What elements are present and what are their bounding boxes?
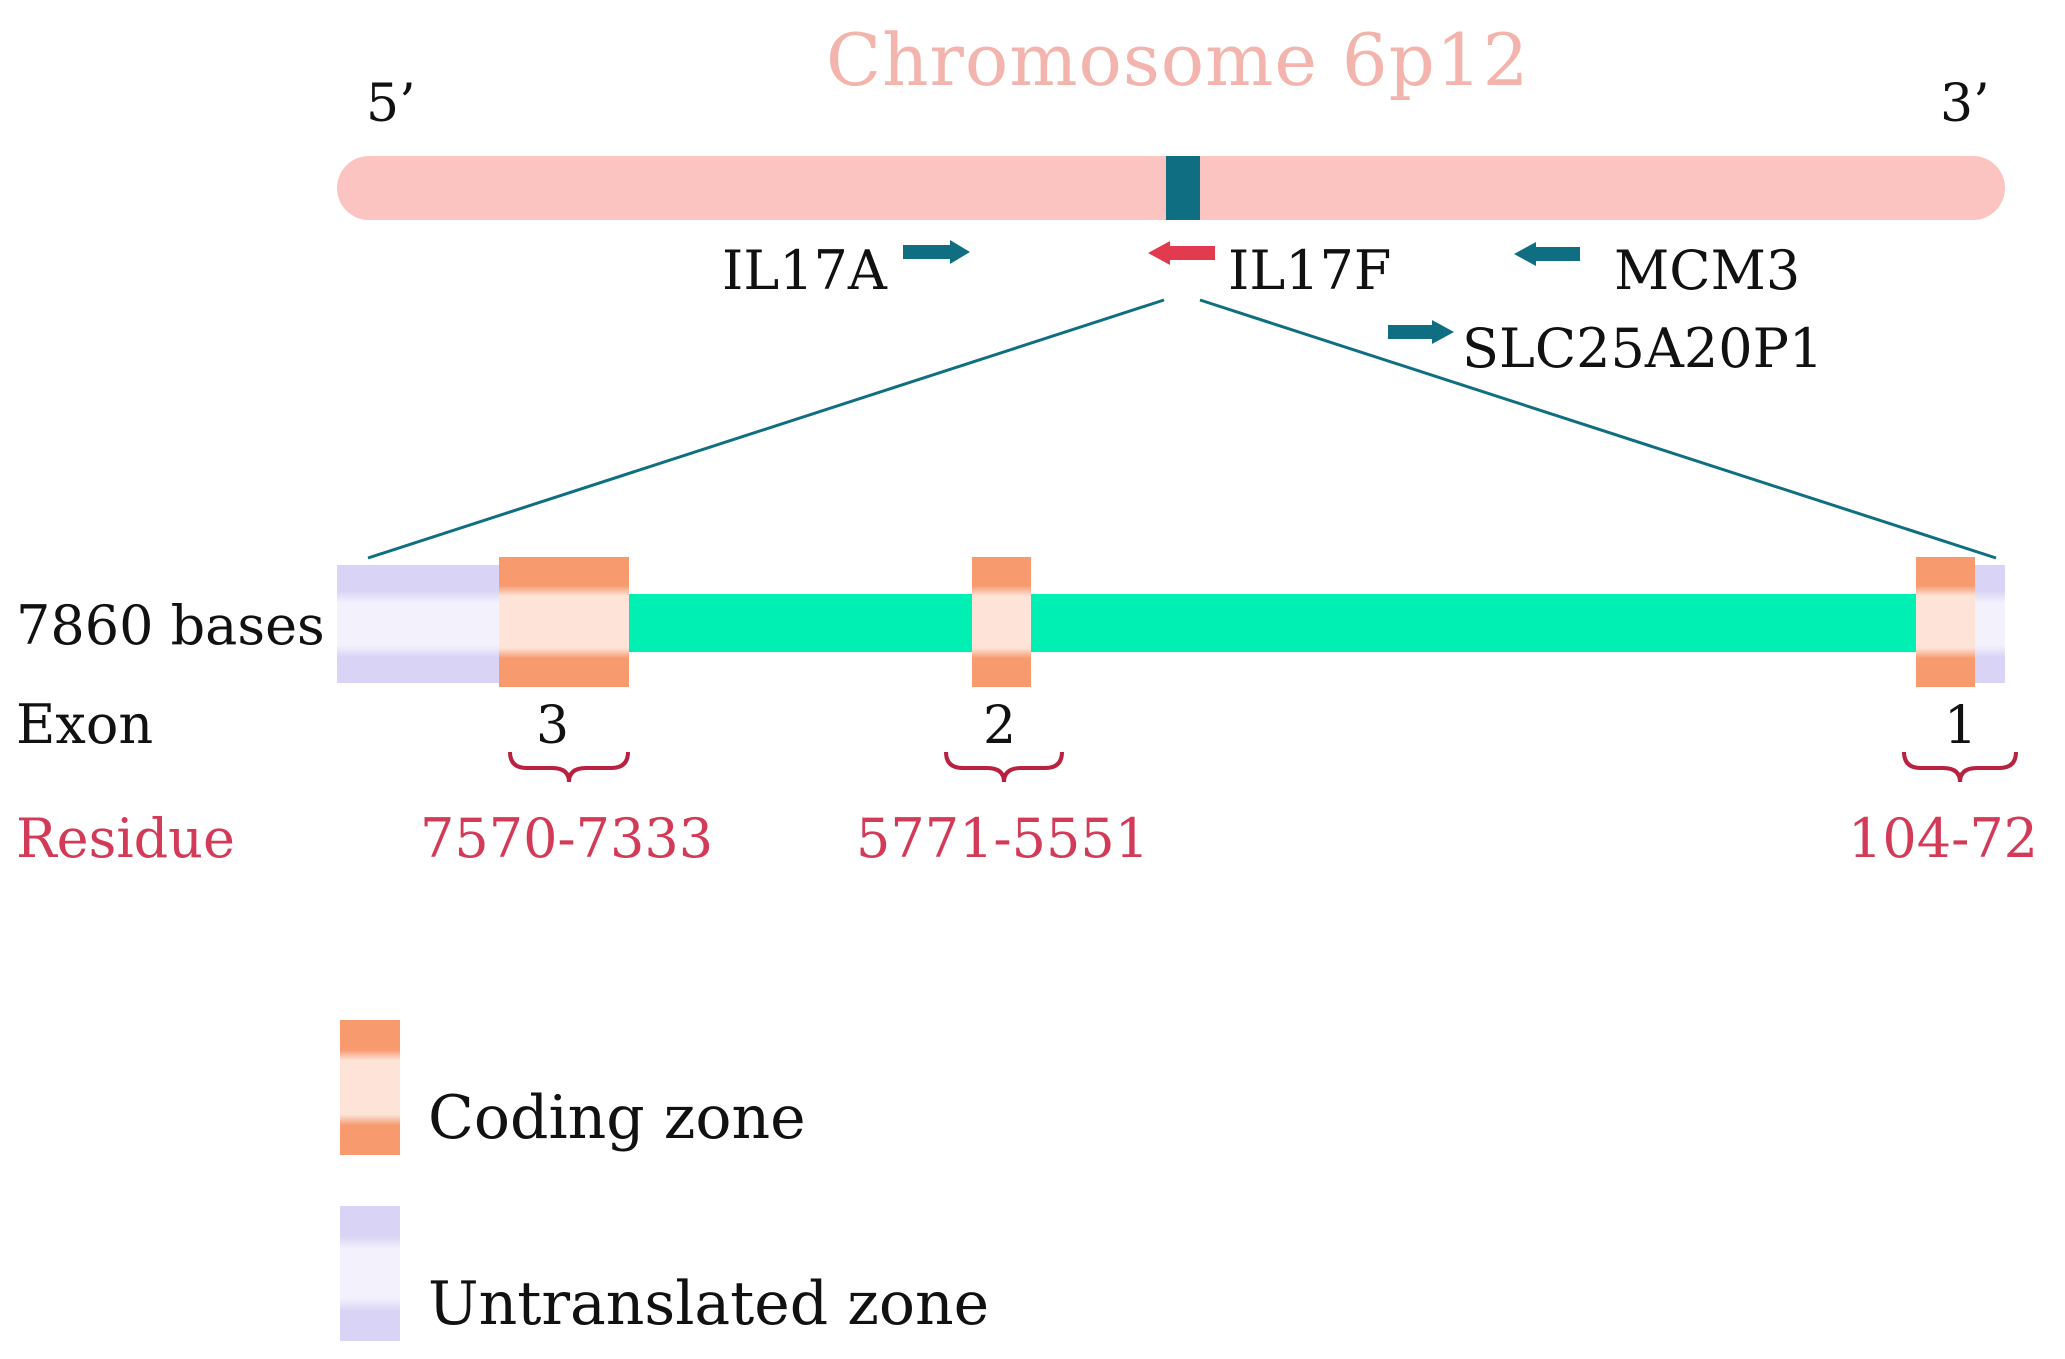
intron-segment-1 xyxy=(627,594,973,652)
exon-3-residue-range: 7570-7333 xyxy=(420,807,714,870)
zoom-line-left xyxy=(367,298,1165,560)
gene-length-label: 7860 bases xyxy=(16,594,325,657)
exon-row-label: Exon xyxy=(16,693,154,756)
exon-3-brace xyxy=(508,751,630,783)
exon-1-brace xyxy=(1902,751,2018,783)
legend-utr-label: Untranslated zone xyxy=(428,1269,990,1339)
il17f-arrow-icon xyxy=(1148,241,1215,265)
gene-label-slc25a20p1: SLC25A20P1 xyxy=(1462,317,1824,380)
exon-1-number: 1 xyxy=(1944,696,1978,756)
gene-label-il17a: IL17A xyxy=(722,239,887,302)
residue-row-label: Residue xyxy=(16,807,235,870)
legend-utr-swatch xyxy=(340,1206,400,1341)
exon-2-number: 2 xyxy=(983,696,1017,756)
chromosome-title: Chromosome 6p12 xyxy=(826,18,1530,102)
five-prime-label: 5’ xyxy=(366,74,416,134)
three-prime-label: 3’ xyxy=(1940,74,1990,134)
exon-2-brace xyxy=(944,751,1064,783)
zoom-line-right xyxy=(1199,298,1997,560)
legend-coding-label: Coding zone xyxy=(428,1083,806,1153)
exon-1-block xyxy=(1916,557,1975,687)
utr-5-region xyxy=(337,565,500,683)
exon-2-residue-range: 5771-5551 xyxy=(856,807,1150,870)
intron-segment-2 xyxy=(1030,594,1916,652)
legend-coding-swatch xyxy=(340,1020,400,1155)
slc25a20p1-arrow-icon xyxy=(1388,320,1454,344)
exon-3-block xyxy=(499,557,629,687)
exon-1-residue-range: 104-72 xyxy=(1848,807,2039,870)
exon-2-block xyxy=(972,557,1031,687)
exon-3-number: 3 xyxy=(536,696,570,756)
il17a-arrow-icon xyxy=(903,240,970,264)
gene-label-mcm3: MCM3 xyxy=(1614,239,1801,302)
utr-3-region xyxy=(1972,565,2005,683)
mcm3-arrow-icon xyxy=(1514,242,1580,266)
gene-label-il17f: IL17F xyxy=(1228,239,1392,302)
il17f-locus-marker xyxy=(1166,156,1200,220)
